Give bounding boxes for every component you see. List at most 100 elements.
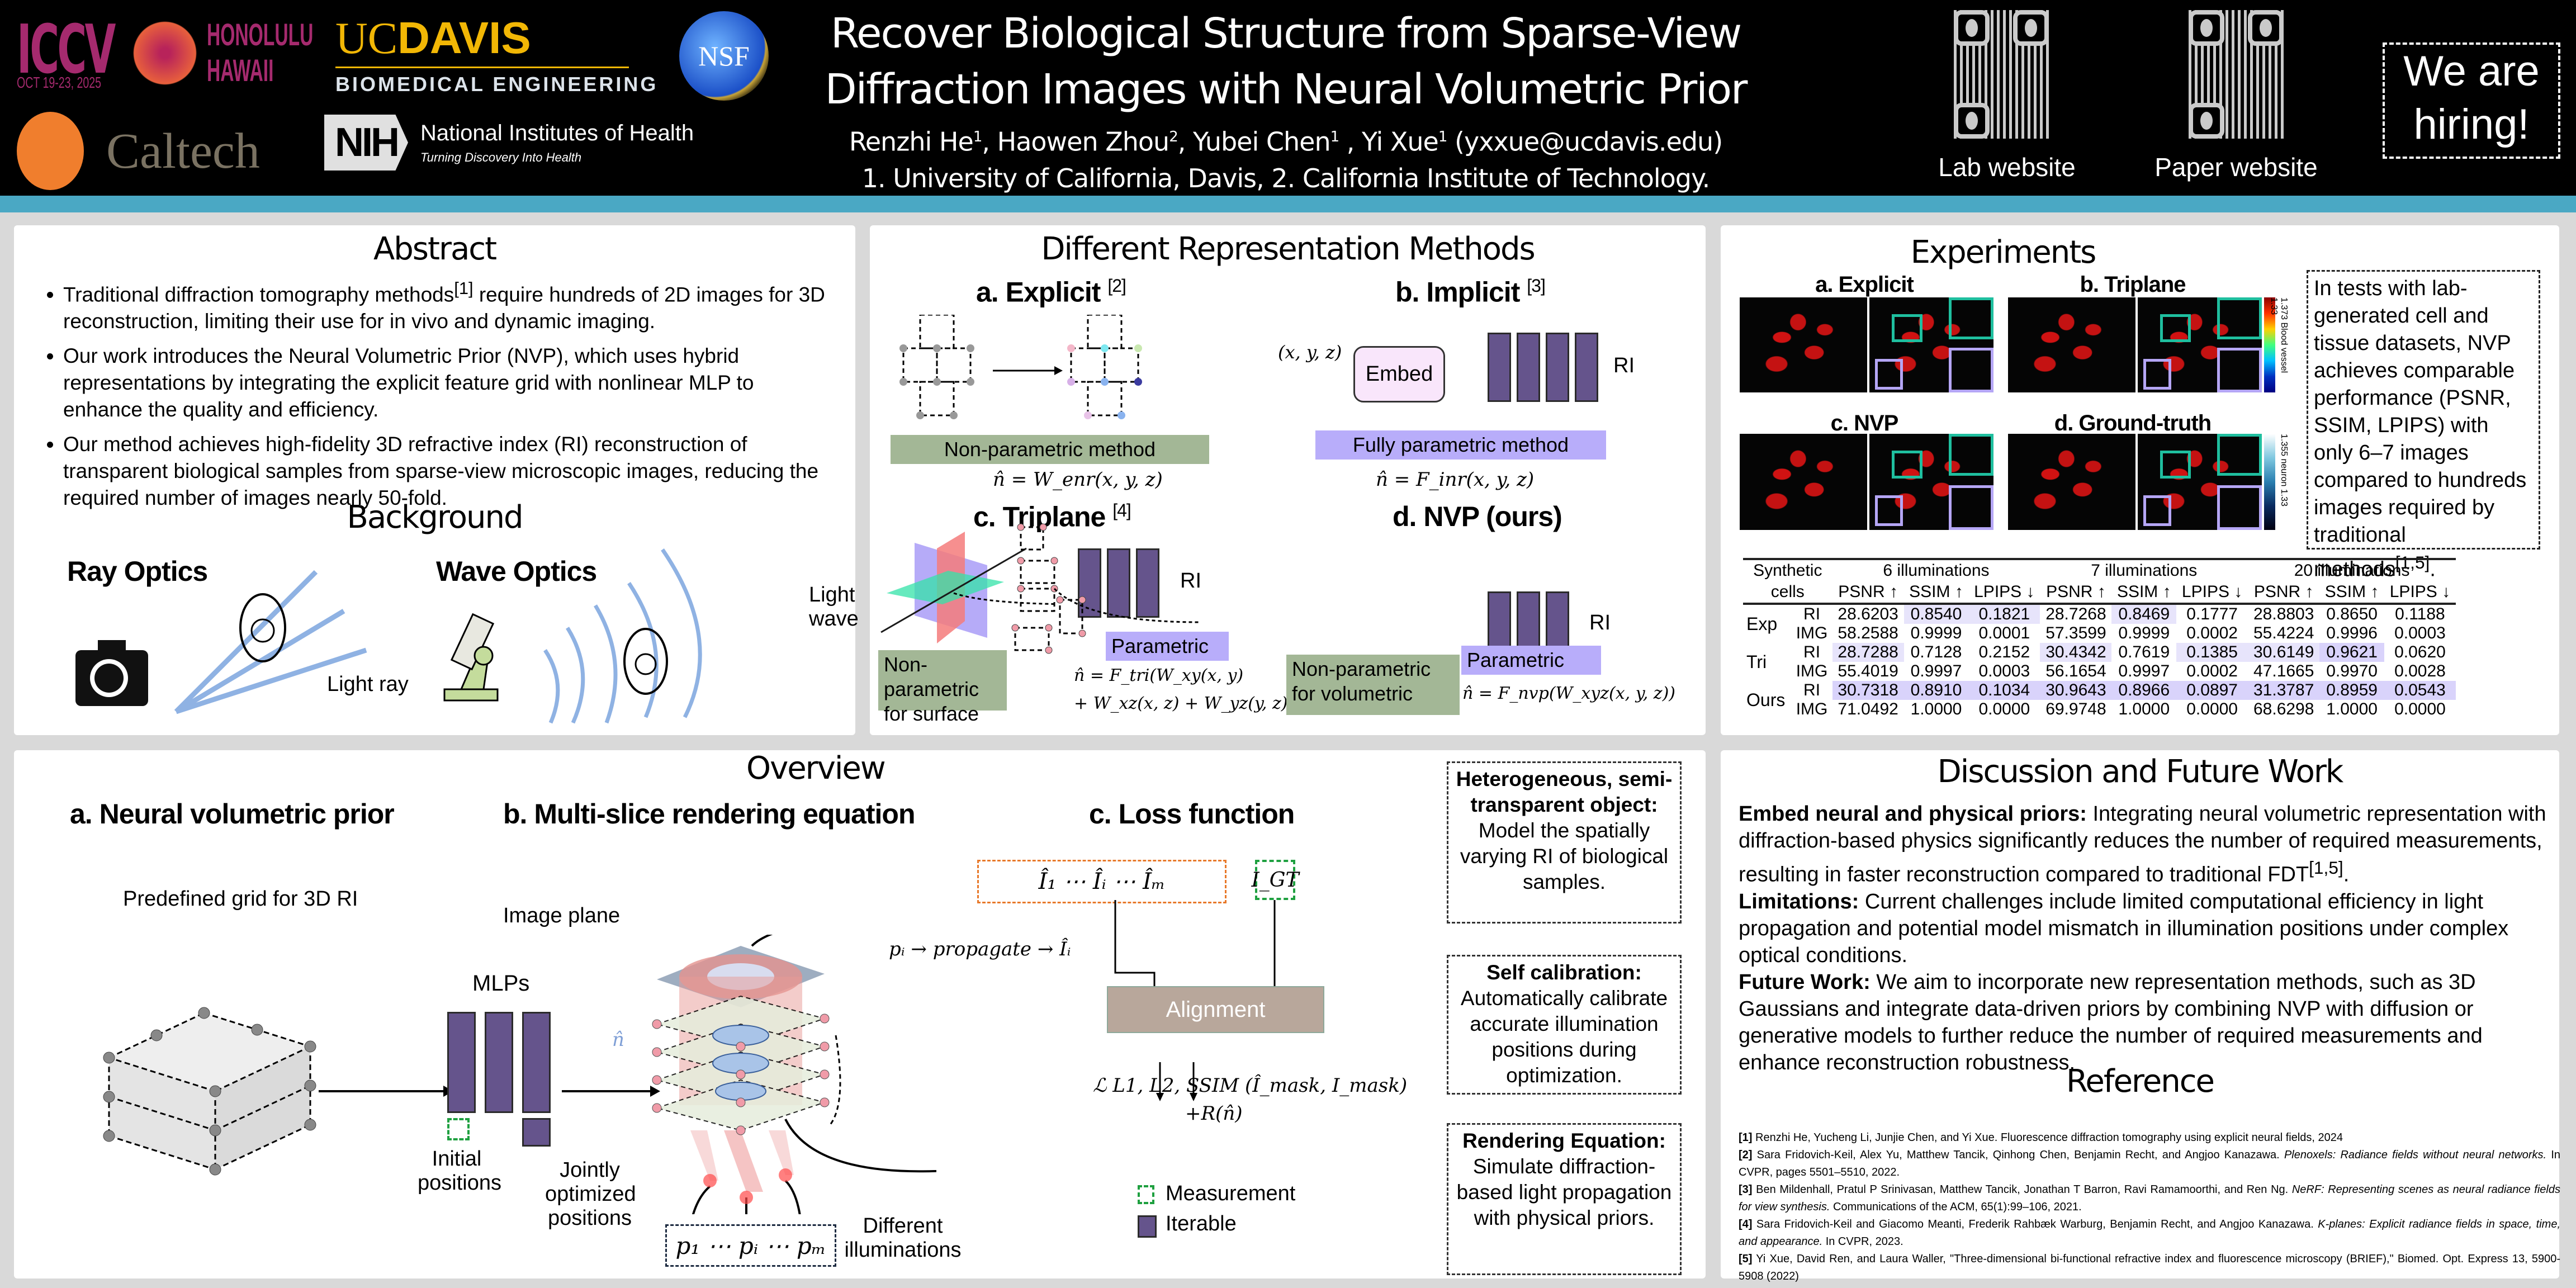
value-cell: 0.0543 bbox=[2384, 681, 2456, 700]
value-cell: 0.0000 bbox=[2394, 700, 2446, 718]
iterable-legend-label: Iterable bbox=[1166, 1212, 1237, 1235]
sidebox-rendering-equation: Rendering Equation:Simulate diffraction-… bbox=[1447, 1123, 1682, 1275]
reference-number: [1] bbox=[1739, 1131, 1753, 1144]
ground-truth-box: I_GT bbox=[1252, 860, 1299, 900]
lab-website-qr[interactable] bbox=[1945, 10, 2057, 139]
nsf-logo: NSF bbox=[679, 11, 769, 101]
author-aff: 2 bbox=[1169, 129, 1178, 145]
citation: [2] bbox=[1107, 276, 1126, 296]
initial-positions-label: Initial positions bbox=[418, 1147, 501, 1195]
author-list: Renzhi He1, Haowen Zhou2, Yubei Chen1 , … bbox=[849, 126, 1723, 157]
ground-truth-3d-render bbox=[2008, 434, 2135, 530]
discussion-body: Embed neural and physical priors: Integr… bbox=[1739, 801, 2566, 1076]
neuron-colorbar bbox=[2264, 434, 2275, 530]
measurement-box-icon bbox=[447, 1118, 470, 1140]
value-cell: 0.7128 bbox=[1910, 643, 1962, 661]
iterable-legend-icon bbox=[1138, 1215, 1157, 1238]
method-cell: Ours bbox=[1746, 689, 1786, 710]
metric-header: PSNR ↑ bbox=[1832, 581, 1904, 605]
implicit-equation: n̂ = F_inr(x, y, z) bbox=[1376, 468, 1535, 491]
results-table: Synthetic 6 illuminations 7 illumination… bbox=[1743, 558, 2456, 719]
caltech-wordmark: Caltech bbox=[106, 123, 260, 179]
metric-header: PSNR ↑ bbox=[2248, 581, 2320, 605]
experiments-title: Experiments bbox=[1910, 234, 2097, 271]
bullet-text: Our work introduces the Neural Volumetri… bbox=[63, 344, 754, 422]
abstract-bullet: Our method achieves high-fidelity 3D ref… bbox=[63, 431, 839, 512]
position-param-block bbox=[522, 1118, 551, 1147]
implicit-title: b. Implicit [3] bbox=[1395, 276, 1546, 309]
mlp-layer bbox=[1488, 333, 1511, 402]
discussion-text: Integrating neural volumetric representa… bbox=[1739, 802, 2546, 887]
value-cell: 0.0000 bbox=[1978, 700, 2030, 718]
multislice-volume bbox=[652, 946, 830, 1192]
ucdavis-uc: UC bbox=[335, 14, 398, 63]
value-cell: 0.9999 bbox=[2118, 624, 2170, 642]
value-cell: 55.4224 bbox=[2253, 624, 2314, 642]
author-name: Yi Xue bbox=[1362, 126, 1439, 157]
ground-truth-slice bbox=[2138, 434, 2262, 530]
value-cell: 30.6149 bbox=[2248, 643, 2320, 662]
abstract-bullet: Our work introduces the Neural Volumetri… bbox=[63, 343, 839, 423]
parametric-tag: Parametric bbox=[1106, 632, 1229, 661]
nih-abbr: NIH bbox=[324, 115, 408, 171]
nvp-grid-diagram bbox=[1011, 523, 1200, 654]
type-cell: RI bbox=[1803, 605, 1821, 623]
note-text: In tests with lab-generated cell and tis… bbox=[2314, 277, 2527, 581]
nih-logo: NIH National Institutes of Health Turnin… bbox=[324, 115, 694, 171]
value-cell: 28.6203 bbox=[1838, 605, 1898, 623]
qr-code-icon bbox=[1954, 10, 2049, 139]
type-cell: IMG bbox=[1796, 662, 1828, 680]
reference-item: [3] Ben Mildenhall, Pratul P Srinivasan,… bbox=[1739, 1181, 2560, 1216]
value-cell: 69.9748 bbox=[2045, 700, 2106, 718]
reference-item: [2] Sara Fridovich-Keil, Alex Yu, Matthe… bbox=[1739, 1147, 2560, 1181]
table-corner: Synthetic bbox=[1743, 558, 1832, 581]
author-email[interactable]: (yxxue@ucdavis.edu) bbox=[1455, 126, 1723, 157]
overview-panel: Overview a. Neural volumetric prior b. M… bbox=[14, 750, 1706, 1278]
reference-venue: In CVPR, pages 5501–5510, 2022. bbox=[1739, 1149, 2560, 1178]
background-illustration bbox=[75, 548, 702, 724]
paper-website-qr[interactable] bbox=[2180, 10, 2292, 139]
non-parametric-tag: Non-parametric method bbox=[891, 435, 1209, 464]
microscope-icon bbox=[443, 613, 499, 702]
value-cell: 0.9970 bbox=[2326, 662, 2378, 680]
metric-header: LPIPS ↓ bbox=[2384, 581, 2456, 605]
ray-optics-label: Ray Optics bbox=[67, 556, 208, 587]
qr-finder bbox=[1954, 10, 1990, 46]
paper-website-label[interactable]: Paper website bbox=[2154, 153, 2318, 182]
citation: [4] bbox=[1112, 500, 1131, 520]
blood-vessel-colorbar bbox=[2264, 297, 2275, 392]
cell-icon bbox=[623, 628, 668, 695]
qr-finder bbox=[2189, 103, 2224, 139]
poster-title-line2: Diffraction Images with Neural Volumetri… bbox=[825, 65, 1748, 113]
discussion-item: Future Work: We aim to incorporate new r… bbox=[1739, 969, 2566, 1076]
triplane-equation-line2: + W_xz(x, z) + W_yz(y, z)) bbox=[1074, 694, 1295, 713]
value-cell: 0.0003 bbox=[1978, 662, 2030, 680]
nih-name: National Institutes of Health bbox=[420, 120, 694, 145]
reference-title: K-planes: Explicit radiance fields in sp… bbox=[1739, 1218, 2561, 1248]
explicit-slice bbox=[1869, 297, 1993, 392]
abstract-bullet: Traditional diffraction tomography metho… bbox=[63, 275, 839, 335]
table-metric-header: cells PSNR ↑SSIM ↑LPIPS ↓PSNR ↑SSIM ↑LPI… bbox=[1743, 581, 2456, 605]
triplane-caption: b. Triplane bbox=[2080, 272, 2186, 297]
value-cell: 30.4342 bbox=[2040, 643, 2112, 662]
lab-website-label[interactable]: Lab website bbox=[1938, 153, 2076, 182]
blood-vessel-colorbar-label: 1.373 Blood vessel 1.33 bbox=[2269, 297, 2289, 392]
table-group-header: Synthetic 6 illuminations 7 illumination… bbox=[1743, 558, 2456, 581]
explicit-grid-diagram bbox=[899, 315, 1142, 419]
loss-equation: ℒ L1, L2, SSIM (Î_mask, I_mask) bbox=[1093, 1074, 1408, 1097]
discussion-label: Future Work: bbox=[1739, 970, 1871, 994]
n-hat-symbol: n̂ bbox=[612, 1029, 624, 1051]
reference-text: Sara Fridovich-Keil and Giacomo Meanti, … bbox=[1752, 1218, 2318, 1230]
value-cell: 31.3787 bbox=[2248, 681, 2320, 700]
nvp-caption: c. NVP bbox=[1830, 411, 1899, 435]
arrow bbox=[784, 1119, 936, 1173]
sidebox-title: Rendering Equation: bbox=[1462, 1129, 1666, 1152]
rendering-section-title: b. Multi-slice rendering equation bbox=[503, 798, 916, 830]
metric-header: LPIPS ↓ bbox=[2176, 581, 2248, 605]
metric-header: PSNR ↑ bbox=[2040, 581, 2112, 605]
reference-number: [4] bbox=[1739, 1218, 1753, 1230]
methods-panel: Different Representation Methods a. Expl… bbox=[870, 225, 1706, 735]
